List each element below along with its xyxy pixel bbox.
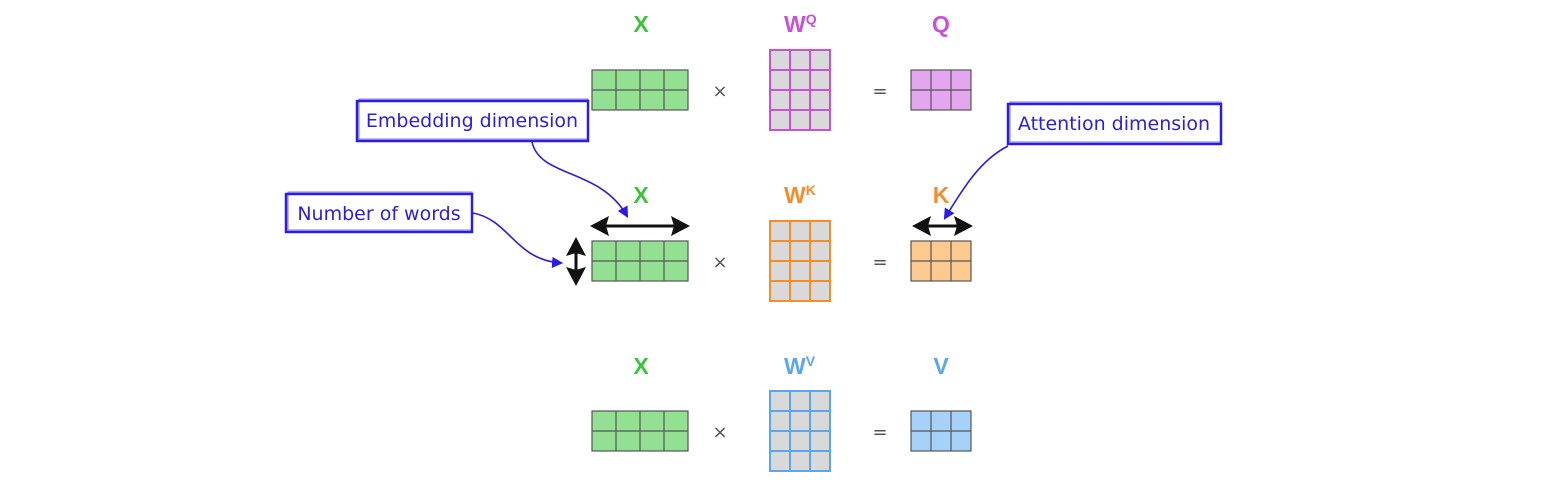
x-matrix-k [591, 240, 689, 282]
x-label-v: X [633, 353, 649, 379]
embedding-dimension-label: Embedding dimension [366, 110, 578, 132]
row-k: X WK K × = [566, 182, 973, 302]
wq-matrix [769, 49, 831, 131]
wv-matrix [769, 390, 831, 472]
equals-sign-v: = [872, 422, 887, 443]
x-matrix-q [591, 69, 689, 111]
x-label-k: X [633, 182, 649, 208]
v-label: V [933, 353, 949, 379]
wk-matrix [769, 220, 831, 302]
times-sign-v: × [712, 422, 727, 443]
x-label-q: X [633, 11, 649, 37]
attention-dimension-label: Attention dimension [1018, 113, 1210, 135]
equals-sign-k: = [872, 252, 887, 273]
k-matrix [910, 240, 972, 282]
number-of-words-arrow [566, 237, 586, 286]
number-of-words-label: Number of words [297, 203, 460, 225]
times-sign-q: × [712, 81, 727, 102]
v-matrix [910, 410, 972, 452]
times-sign-k: × [712, 252, 727, 273]
embedding-dimension-arrow [590, 216, 690, 236]
equals-sign-q: = [872, 81, 887, 102]
attention-dimension-callout: Attention dimension [943, 101, 1223, 220]
x-matrix-v [591, 410, 689, 452]
number-of-words-callout: Number of words [284, 191, 564, 268]
wv-label: WV [784, 353, 816, 379]
row-q: X WQ Q × = [591, 11, 972, 131]
wq-label: WQ [784, 11, 817, 37]
wk-label: WK [784, 182, 816, 208]
embedding-dimension-callout: Embedding dimension [355, 98, 629, 218]
attention-dimension-arrow [912, 216, 973, 236]
q-matrix [910, 69, 972, 111]
row-v: X WV V × = [591, 353, 972, 472]
q-label: Q [932, 11, 950, 37]
k-label: K [933, 182, 950, 208]
